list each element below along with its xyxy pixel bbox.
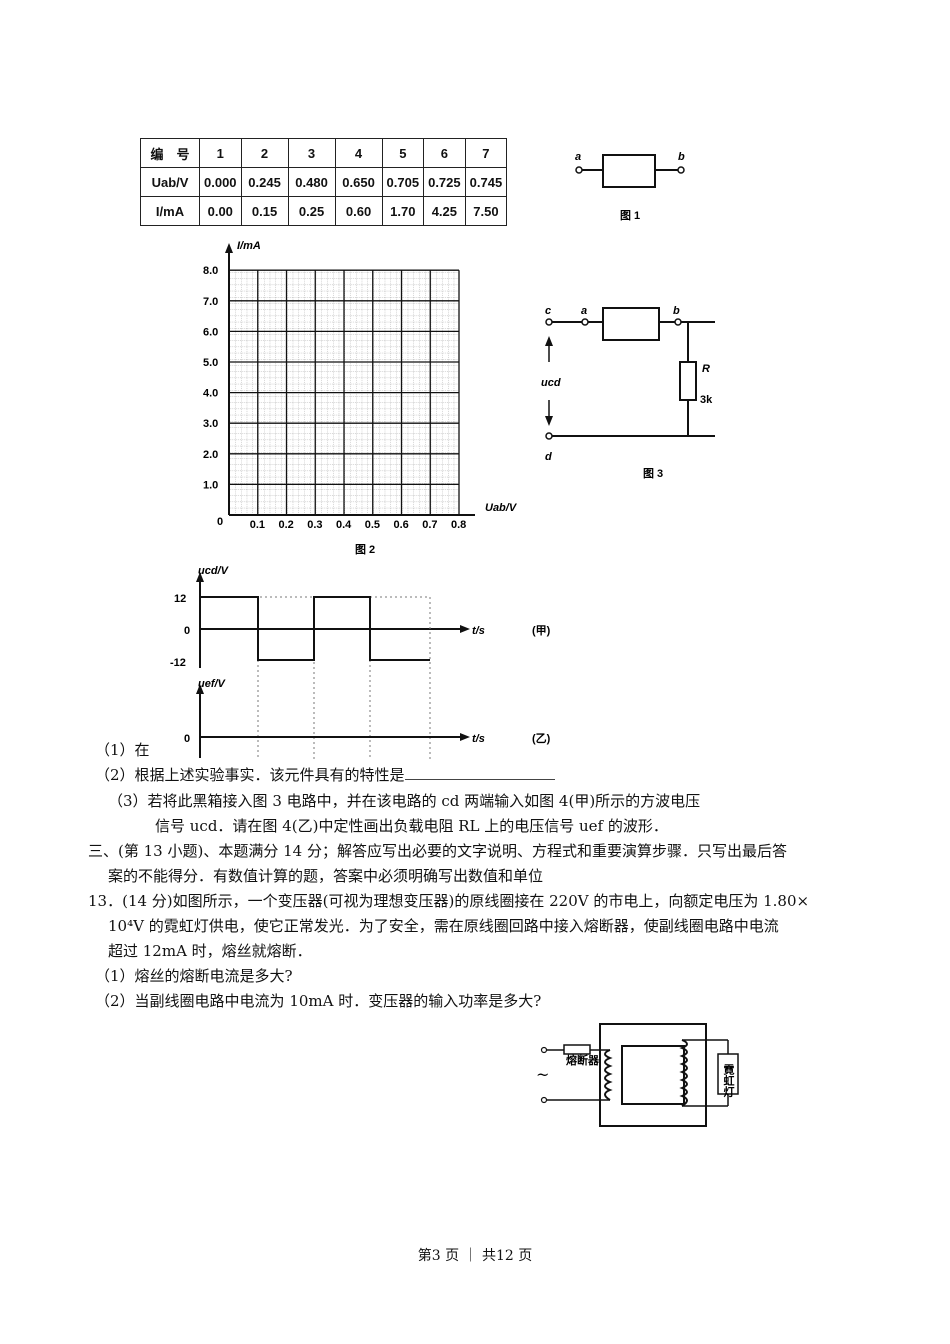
table-cell: 0.245 — [240, 167, 289, 197]
table-cell: 0.705 — [381, 167, 425, 197]
table-header-cell: 2 — [240, 138, 289, 168]
tick-12: 12 — [174, 593, 186, 605]
table-cell: 0.15 — [240, 196, 289, 226]
table-cell: 0.650 — [334, 167, 383, 197]
section-3-line2: 案的不能得分．有数值计算的题，答案中必须明确写出数值和单位 — [108, 867, 544, 885]
question-13-line2: 10⁴V 的霓虹灯供电，使它正常发光．为了安全，需在原线圈回路中接入熔断器，使副… — [108, 917, 779, 935]
x-tick-label: 0.1 — [250, 519, 265, 531]
table-cell: 0.25 — [287, 196, 336, 226]
origin-label: 0 — [217, 516, 223, 528]
tick-minus-12: -12 — [170, 657, 186, 669]
x-tick-label: 0.8 — [451, 519, 466, 531]
figure-2-caption: 图 2 — [355, 543, 375, 556]
terminal-b-label: b — [678, 151, 685, 163]
figure-4-waveforms: ucd/V 12 0 -12 t/s (甲) uef/V 0 t/s (乙) — [170, 565, 551, 760]
data-table: 编 号 1 2 3 4 5 6 7 Uab/V 0.000 0.245 0.48… — [140, 138, 508, 226]
table-header-cell: 3 — [287, 138, 336, 168]
table-row: I/mA 0.00 0.15 0.25 0.60 1.70 4.25 7.50 — [140, 196, 508, 226]
x-axis-label: Uab/V — [485, 502, 518, 514]
table-cell: 0.000 — [199, 167, 242, 197]
x-tick-label: 0.4 — [336, 519, 352, 531]
figure-2-grid: I/mA Uab/V 0 8.0 7.0 6.0 5.0 4.0 3.0 2.0 1.0 0.… — [203, 240, 518, 556]
t-axis-label-b: t/s — [472, 733, 485, 745]
table-header-cell: 7 — [464, 138, 508, 168]
ucd-label: ucd — [541, 377, 561, 389]
x-tick-label: 0.3 — [307, 519, 322, 531]
y-tick-label: 1.0 — [203, 479, 218, 491]
table-cell: 0.60 — [334, 196, 383, 226]
table-cell: 0.745 — [464, 167, 508, 197]
question-13-line3: 超过 12mA 时，熔丝就熔断． — [108, 942, 312, 960]
tick-0-b: 0 — [184, 733, 190, 745]
figure-1-caption: 图 1 — [620, 209, 640, 222]
figure-4b-tag: (乙) — [532, 732, 551, 745]
y-axis-label: I/mA — [237, 240, 261, 252]
figure-3-circuit: c a b d ucd R 3k 图 3 — [541, 305, 715, 480]
question-2-text: （2）根据上述实验事实．该元件具有的特性是 — [95, 766, 405, 784]
resistor-label: R — [702, 363, 710, 375]
x-tick-label: 0.2 — [279, 519, 294, 531]
y-tick-label: 6.0 — [203, 326, 218, 338]
transformer-diagram: 熔断器 ~ 霓虹灯 — [536, 1023, 739, 1127]
table-row-label: I/mA — [140, 196, 200, 226]
table-header-cell: 1 — [199, 138, 242, 168]
section-3-line1: 三、(第 13 小题)、本题满分 14 分；解答应写出必要的文字说明、方程式和重… — [88, 842, 787, 860]
terminal-a-label: a — [581, 305, 587, 317]
x-tick-label: 0.5 — [365, 519, 380, 531]
table-header-cell: 4 — [334, 138, 383, 168]
table-header-cell: 5 — [381, 138, 425, 168]
y-tick-label: 7.0 — [203, 296, 218, 308]
table-header-cell: 6 — [423, 138, 466, 168]
question-2: （2）根据上述实验事实．该元件具有的特性是 — [95, 763, 555, 787]
table-cell: 0.725 — [423, 167, 466, 197]
t-axis-label: t/s — [472, 625, 485, 637]
ac-source-symbol: ~ — [536, 1065, 549, 1084]
table-header-row: 编 号 1 2 3 4 5 6 7 — [140, 138, 508, 168]
y-tick-label: 4.0 — [203, 388, 218, 400]
terminal-a-label: a — [575, 151, 581, 163]
table-cell: 0.00 — [199, 196, 242, 226]
y-tick-label: 3.0 — [203, 418, 218, 430]
table-cell: 4.25 — [423, 196, 466, 226]
table-cell: 1.70 — [381, 196, 425, 226]
y-tick-label: 8.0 — [203, 265, 218, 277]
figure-4a-tag: (甲) — [532, 624, 551, 637]
question-13-line1: 13．(14 分)如图所示，一个变压器(可视为理想变压器)的原线圈接在 220V… — [88, 892, 810, 910]
question-3-line1: （3）若将此黑箱接入图 3 电路中，并在该电路的 cd 两端输入如图 4(甲)所… — [108, 792, 701, 810]
fuse-label: 熔断器 — [566, 1053, 600, 1067]
question-3-line2: 信号 ucd．请在图 4(乙)中定性画出负载电阻 RL 上的电压信号 uef 的… — [155, 817, 668, 835]
tick-0: 0 — [184, 625, 190, 637]
ucd-axis-label: ucd/V — [198, 565, 230, 577]
resistor-value: 3k — [700, 394, 713, 406]
table-row: Uab/V 0.000 0.245 0.480 0.650 0.705 0.72… — [140, 167, 508, 197]
y-tick-label: 2.0 — [203, 449, 218, 461]
uef-axis-label: uef/V — [198, 678, 227, 690]
terminal-d-label: d — [545, 451, 552, 463]
question-13-sub2: （2）当副线圈电路中电流为 10mA 时．变压器的输入功率是多大? — [95, 992, 542, 1010]
x-tick-label: 0.7 — [422, 519, 437, 531]
figure-3-caption: 图 3 — [643, 467, 663, 480]
neon-lamp-label: 霓虹灯 — [722, 1063, 735, 1098]
x-tick-label: 0.6 — [394, 519, 409, 531]
figure-1: a b 图 1 — [575, 151, 685, 222]
terminal-c-label: c — [545, 305, 551, 317]
question-13-sub1: （1）熔丝的熔断电流是多大? — [95, 967, 293, 985]
table-cell: 0.480 — [287, 167, 336, 197]
table-cell: 7.50 — [464, 196, 508, 226]
question-1: （1）在 — [95, 741, 150, 759]
table-row-label: Uab/V — [140, 167, 200, 197]
y-tick-label: 5.0 — [203, 357, 218, 369]
answer-blank — [404, 763, 555, 780]
table-header-cell: 编 号 — [140, 138, 200, 168]
page-footer: 第3 页 ｜ 共12 页 — [417, 1248, 533, 1264]
terminal-b-label: b — [673, 305, 680, 317]
